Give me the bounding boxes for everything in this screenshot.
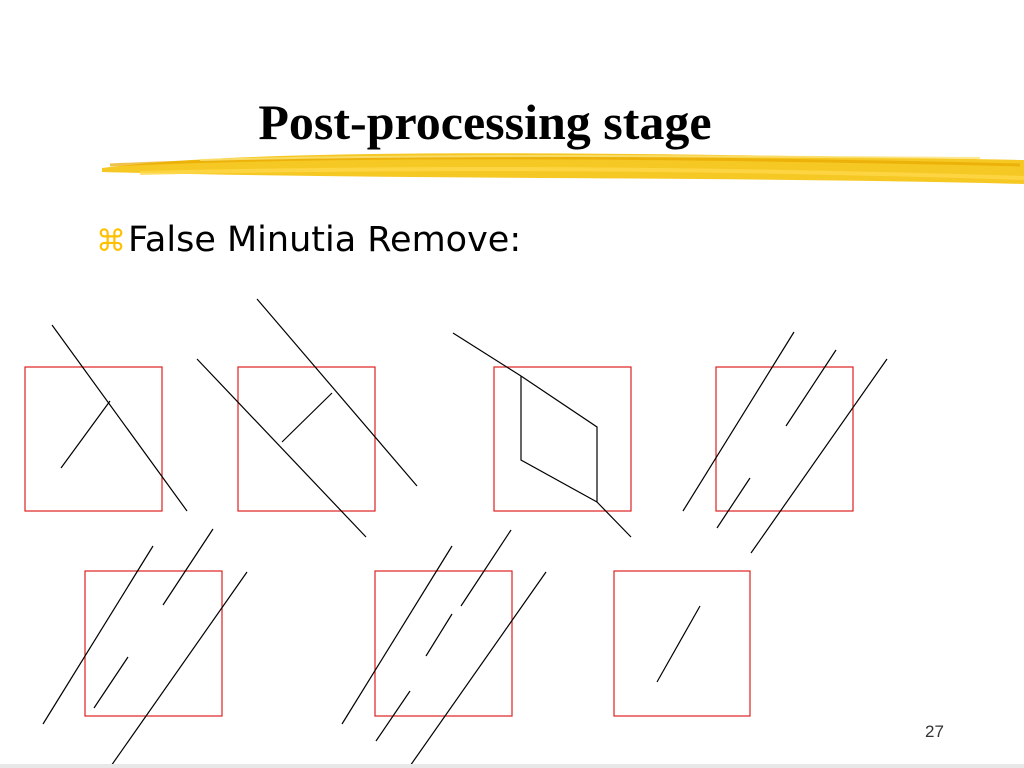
case-6-ridge-b-top — [460, 529, 512, 607]
case-2-ridge-a — [256, 298, 418, 487]
case-2-box — [237, 366, 376, 512]
command-bullet-icon: ⌘ — [96, 224, 126, 259]
case-1 — [24, 324, 188, 512]
case-3-box — [493, 366, 632, 512]
case-7-short-ridge — [656, 605, 701, 683]
case-2-bridge — [281, 392, 333, 443]
slide-title: Post-processing stage — [258, 94, 712, 150]
case-7-box — [613, 570, 751, 717]
case-3 — [452, 332, 632, 538]
case-4-ridge-c — [750, 358, 888, 554]
case-6-box — [374, 570, 513, 717]
case-5-ridge-a — [42, 545, 154, 725]
page-number: 27 — [925, 722, 944, 741]
bullet-item: ⌘False Minutia Remove: — [96, 216, 521, 266]
case-1-spur — [60, 400, 111, 469]
footer-rule — [0, 764, 1024, 768]
case-6 — [341, 529, 547, 767]
case-5 — [42, 528, 248, 767]
title-underline-brush — [102, 153, 1024, 184]
case-1-ridge — [51, 324, 188, 512]
case-4-box — [715, 366, 854, 512]
case-4-ridge-b-bottom — [716, 477, 751, 529]
case-6-ridge-a — [341, 545, 453, 725]
case-3-ridge-in — [452, 332, 522, 377]
bullet-text: False Minutia Remove: — [128, 220, 522, 260]
case-3-loop — [520, 375, 598, 504]
case-4-ridge-b-top — [785, 349, 837, 427]
case-7 — [613, 570, 751, 717]
case-4-ridge-a — [682, 331, 795, 512]
case-2-ridge-b — [196, 358, 367, 538]
case-6-ridge-c — [409, 571, 547, 767]
case-6-ridge-b-mid — [425, 613, 453, 657]
case-1-box — [24, 366, 163, 512]
case-3-ridge-out — [596, 501, 632, 538]
case-5-ridge-c — [110, 571, 248, 767]
case-5-ridge-b-bottom — [93, 656, 129, 709]
case-2 — [196, 298, 418, 538]
case-4 — [682, 331, 888, 554]
case-5-box — [84, 570, 223, 717]
case-6-ridge-b-bottom — [375, 690, 411, 742]
case-5-ridge-b-top — [162, 528, 214, 606]
